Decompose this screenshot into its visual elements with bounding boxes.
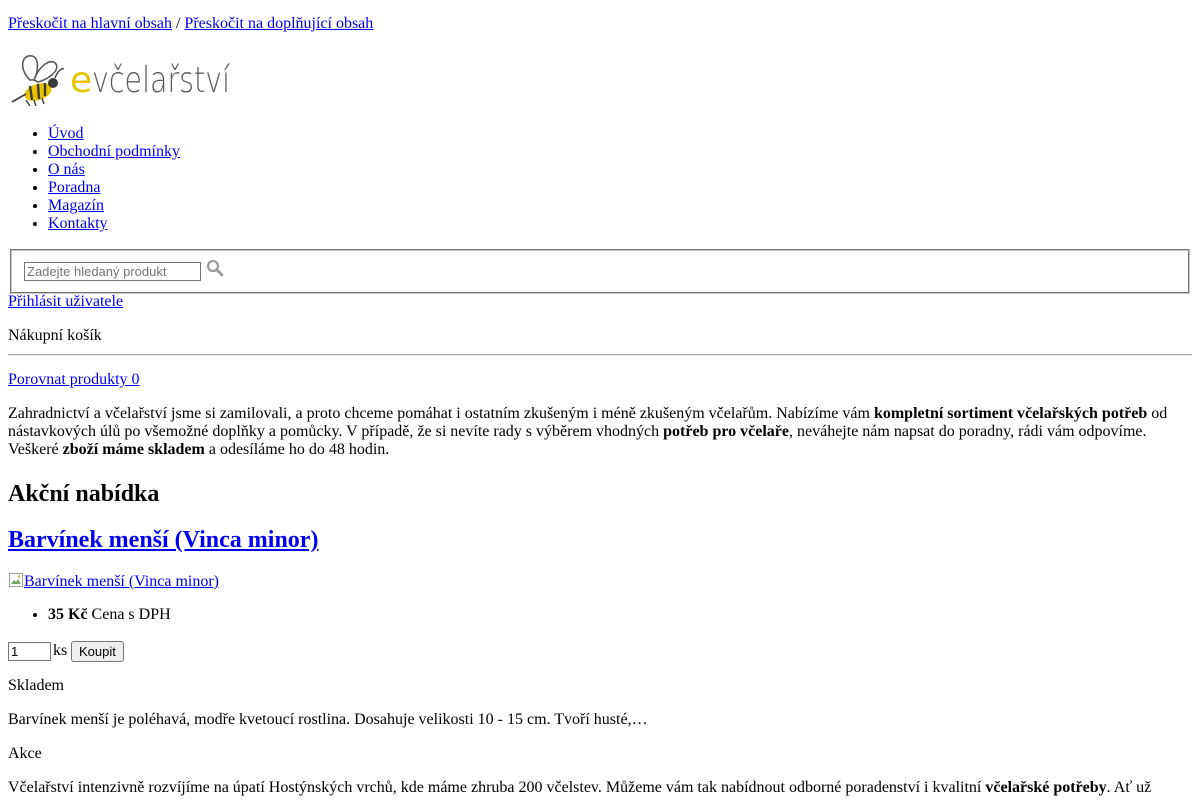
login-area: Přihlásit uživatele [8,293,123,311]
product-description: Barvínek menší je poléhavá, modře kvetou… [8,711,648,728]
intro-text: Zahradnictví a včelařství jsme si zamilo… [8,405,1192,459]
product-title: Barvínek menší (Vinca minor) [8,526,318,554]
nav-link-poradna[interactable]: Poradna [48,179,101,196]
search-fieldset [10,249,1190,294]
outro-bold-1: včelařské potřeby [985,779,1107,796]
search-icon[interactable] [206,259,224,277]
outro-text-2: . Ať už [1106,779,1152,796]
outro-text-1: Včelařství intenzivně rozvíjíme na úpatí… [8,779,986,796]
quantity-input[interactable] [8,642,51,661]
nav-link-uvod[interactable]: Úvod [48,125,84,142]
product-image-link[interactable]: Barvínek menší (Vinca minor) [8,573,219,590]
price-list: 35 Kč Cena s DPH [0,606,171,624]
nav-link-magazin[interactable]: Magazín [48,197,104,214]
nav-item-uvod: Úvod [48,125,180,143]
svg-text:e: e [70,60,92,101]
broken-image-icon [8,572,24,588]
nav-item-kontakty: Kontakty [48,215,180,233]
sale-badge: Akce [8,745,42,762]
login-link[interactable]: Přihlásit uživatele [8,293,124,310]
divider [8,354,1192,356]
nav-item-magazin: Magazín [48,197,180,215]
intro-bold-2: potřeb pro včelaře [663,423,789,440]
offer-heading: Akční nabídka [8,481,160,507]
product-image: Barvínek menší (Vinca minor) [8,572,219,591]
intro-bold-1: kompletní sortiment včelařských potřeb [873,405,1148,422]
price-item: 35 Kč Cena s DPH [48,606,171,624]
skip-to-secondary-link[interactable]: Přeskočit na doplňující obsah [184,15,374,32]
product-title-link[interactable]: Barvínek menší (Vinca minor) [8,527,319,553]
product-image-alt: Barvínek menší (Vinca minor) [24,573,219,590]
stock-status: Skladem [8,677,64,694]
intro-bold-3: zboží máme skladem [62,441,205,458]
intro-text-1: Zahradnictví a včelařství jsme si zamilo… [8,405,874,422]
intro-text-3: , neváhejte nám napsat do poradny, rádi … [8,423,1147,458]
product-price: 35 Kč [48,606,88,623]
compare-area: Porovnat produkty 0 [8,371,140,389]
site-logo[interactable]: e včelařství [8,50,232,106]
intro-text-4: a odesíláme ho do 48 hodin. [204,441,390,458]
buy-button[interactable]: Koupit [71,641,124,662]
compare-products-link[interactable]: Porovnat produkty 0 [8,371,140,388]
outro-text: Včelařství intenzivně rozvíjíme na úpatí… [8,779,1192,797]
nav-item-o-nas: O nás [48,161,180,179]
svg-text:včelařství: včelařství [92,60,230,101]
main-nav: Úvod Obchodní podmínky O nás Poradna Mag… [0,125,180,233]
quantity-unit: ks [53,642,68,659]
nav-item-obchodni-podminky: Obchodní podmínky [48,143,180,161]
nav-item-poradna: Poradna [48,179,180,197]
compare-label: Porovnat produkty [8,371,128,388]
search-input[interactable] [24,262,201,281]
skip-links-separator: / [175,15,181,32]
intro-text-2: od nástavkových úlů po všemožné doplňky … [8,405,1168,440]
nav-link-kontakty[interactable]: Kontakty [48,215,108,232]
cart-label: Nákupní košík [8,327,102,344]
bee-logo-icon: e včelařství [11,55,230,106]
nav-link-o-nas[interactable]: O nás [48,161,85,178]
price-note: Cena s DPH [87,606,171,623]
nav-link-obchodni-podminky[interactable]: Obchodní podmínky [48,143,180,160]
skip-to-main-link[interactable]: Přeskočit na hlavní obsah [8,15,172,32]
skip-links: Přeskočit na hlavní obsah / Přeskočit na… [8,15,373,33]
compare-count: 0 [131,371,140,388]
